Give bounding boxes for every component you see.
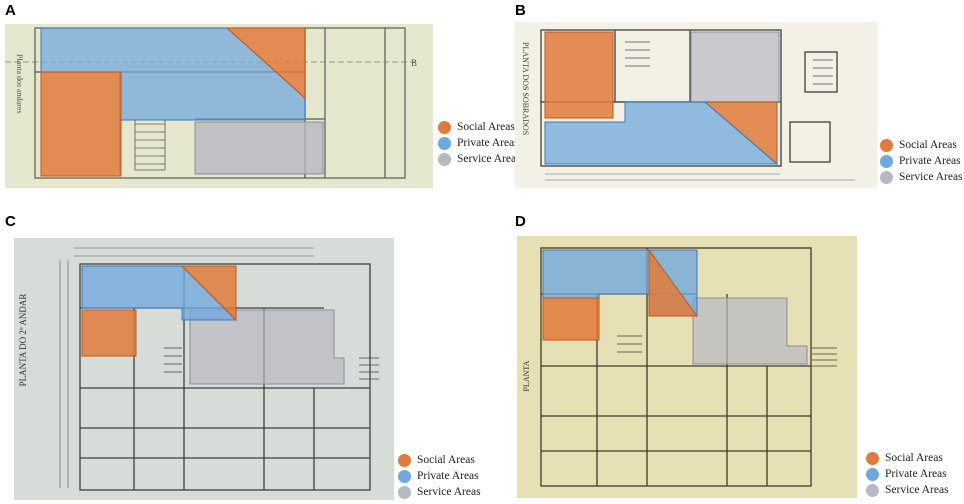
legend-item-service: Service Areas [398,484,481,500]
social-swatch-icon [880,138,893,152]
plan-a-section-mark: B [411,58,417,68]
private-swatch-icon [398,469,411,483]
legend-item-private: Private Areas [398,468,481,484]
legend-item-service: Service Areas [438,151,521,167]
legend-b: Social Areas Private Areas Service Areas [880,137,963,185]
plan-c-title: PLANTA DO 2º ANDAR [18,294,28,387]
legend-item-social: Social Areas [880,137,963,153]
private-swatch-icon [438,136,451,150]
legend-a: Social Areas Private Areas Service Areas [438,119,521,167]
legend-item-service: Service Areas [880,169,963,185]
floor-plan-a: Planta dos andares B [5,24,433,188]
plan-b-title: PLANTA DOS SOBRADOS [521,42,530,135]
service-swatch-icon [880,170,893,184]
legend-item-service: Service Areas [866,482,949,498]
legend-item-private: Private Areas [880,153,963,169]
panel-label-c: C [5,213,16,230]
panel-label-d: D [515,213,526,230]
service-swatch-icon [398,485,411,499]
legend-item-private: Private Areas [866,466,949,482]
plan-d-title: PLANTA [522,360,531,391]
floor-plan-d: PLANTA [517,236,857,498]
service-swatch-icon [866,483,879,497]
floor-plan-c: PLANTA DO 2º ANDAR [14,238,394,500]
service-swatch-icon [438,152,451,166]
plan-a-title: Planta dos andares [15,54,24,114]
floor-plan-b: PLANTA DOS SOBRADOS [515,22,877,188]
legend-item-social: Social Areas [438,119,521,135]
legend-c: Social Areas Private Areas Service Areas [398,452,481,500]
private-swatch-icon [866,467,879,481]
private-swatch-icon [880,154,893,168]
legend-item-private: Private Areas [438,135,521,151]
social-swatch-icon [438,120,451,134]
legend-d: Social Areas Private Areas Service Areas [866,450,949,498]
social-swatch-icon [866,451,879,465]
legend-item-social: Social Areas [398,452,481,468]
panel-label-b: B [515,2,526,19]
social-swatch-icon [398,453,411,467]
legend-item-social: Social Areas [866,450,949,466]
panel-label-a: A [5,2,16,19]
